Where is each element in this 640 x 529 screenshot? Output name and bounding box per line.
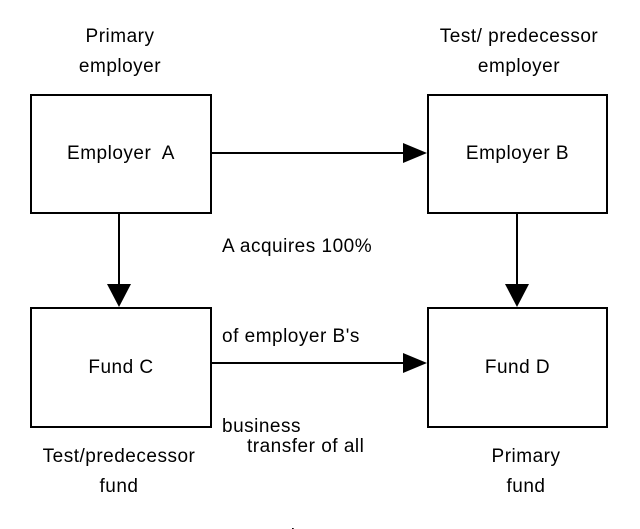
box-employer-a-label: Employer A — [67, 143, 175, 164]
box-fund-c: Fund C — [30, 307, 212, 428]
label-acquisition-line3: business — [222, 416, 301, 437]
label-transfer: transfer of all members — [247, 372, 364, 529]
caption-line: fund — [99, 476, 139, 497]
label-acquisition-line1: A acquires 100% — [222, 236, 373, 257]
box-fund-d: Fund D — [427, 307, 608, 428]
caption-line: Primary — [491, 446, 561, 467]
label-acquisition: A acquires 100% of employer B's business — [222, 172, 372, 502]
arrow-fund-c-to-fund-d — [212, 353, 427, 373]
caption-line: employer — [78, 56, 162, 77]
caption-test-predecessor-fund: Test/predecessor fund — [9, 442, 229, 502]
box-fund-c-label: Fund C — [88, 356, 154, 378]
arrow-employer-a-to-employer-b — [212, 143, 427, 163]
label-transfer-line2: members — [247, 522, 364, 529]
arrow-employer-b-to-fund-d — [505, 214, 529, 307]
caption-line: Test/ predecessor — [439, 26, 599, 47]
box-employer-a: Employer A — [30, 94, 212, 214]
caption-primary-employer: Primary employer — [10, 22, 230, 82]
arrow-employer-a-to-fund-c — [107, 214, 131, 307]
box-fund-d-label: Fund D — [484, 356, 551, 378]
caption-line: Test/predecessor — [42, 446, 196, 467]
box-employer-b: Employer B — [427, 94, 608, 214]
box-employer-b-label: Employer B — [465, 143, 570, 164]
caption-primary-fund: Primary fund — [416, 442, 636, 502]
caption-line: fund — [506, 476, 546, 497]
label-transfer-line1: transfer of all — [247, 436, 365, 457]
caption-test-predecessor-employer: Test/ predecessor employer — [409, 22, 629, 82]
caption-line: employer — [477, 56, 561, 77]
caption-line: Primary — [85, 26, 155, 47]
label-acquisition-line2: of employer B's — [222, 326, 360, 347]
